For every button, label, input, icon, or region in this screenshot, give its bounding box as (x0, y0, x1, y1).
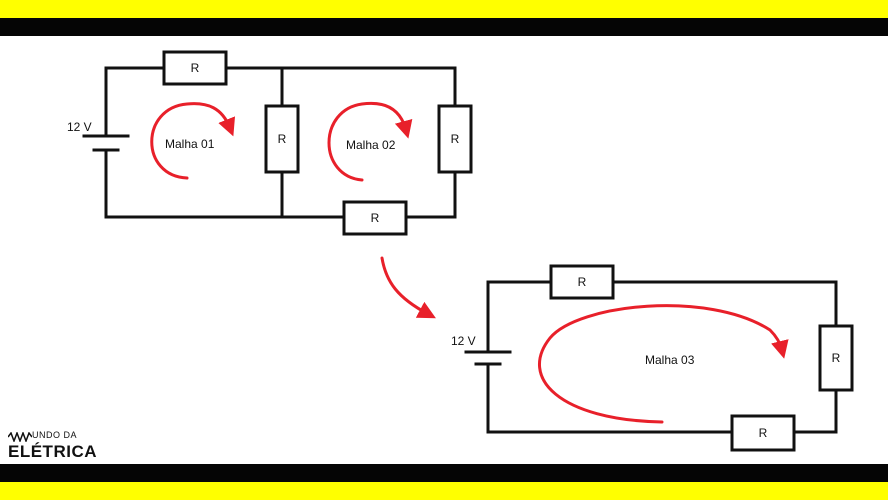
bottom-circuit: 12 V R R R Malha 03 (451, 264, 854, 452)
resistor-right (437, 104, 473, 174)
wire-top-right (224, 66, 457, 107)
resistor-b-bottom (730, 414, 796, 452)
top-black-band (0, 18, 888, 36)
battery-b-label: 12 V (451, 334, 476, 348)
brand-logo: UNDO DA ELÉTRICA (8, 430, 118, 464)
top-circuit: 12 V R R R R Malha 01 Malha 02 (67, 50, 473, 236)
wire-left-top (104, 66, 166, 138)
resistor-bottom-label: R (371, 211, 380, 225)
mesh-01-label: Malha 01 (165, 137, 215, 151)
mesh-01-arrow (150, 102, 236, 180)
wave-icon (8, 432, 32, 442)
wire-bottom-right (404, 170, 457, 219)
battery-label: 12 V (67, 120, 92, 134)
wire-b-left-top (486, 280, 553, 354)
resistor-middle (264, 104, 300, 174)
resistor-b-top-label: R (578, 275, 587, 289)
resistor-bottom (342, 200, 408, 236)
wire-bottom-left (104, 148, 346, 219)
bottom-yellow-band (0, 482, 888, 500)
wire-b-bottom-left (486, 362, 734, 434)
wire-b-bottom-right (792, 388, 838, 434)
resistor-b-right-label: R (832, 351, 841, 365)
wire-b-top-right (611, 280, 838, 328)
resistor-top (162, 50, 228, 86)
resistor-right-label: R (451, 132, 460, 146)
bottom-black-band (0, 464, 888, 482)
resistor-b-top (549, 264, 615, 300)
mesh-03-arrow (538, 304, 789, 424)
mesh-02-label: Malha 02 (346, 138, 396, 152)
top-yellow-band (0, 0, 888, 18)
logo-bottom-text: ELÉTRICA (8, 442, 97, 461)
resistor-middle-label: R (278, 132, 287, 146)
logo-top-text: UNDO DA (32, 430, 78, 440)
transition-arrow (380, 256, 436, 319)
mesh-03-label: Malha 03 (645, 353, 695, 367)
resistor-top-label: R (191, 61, 200, 75)
resistor-b-right (818, 324, 854, 392)
mesh-02-arrow (327, 101, 413, 182)
resistor-b-bottom-label: R (759, 426, 768, 440)
